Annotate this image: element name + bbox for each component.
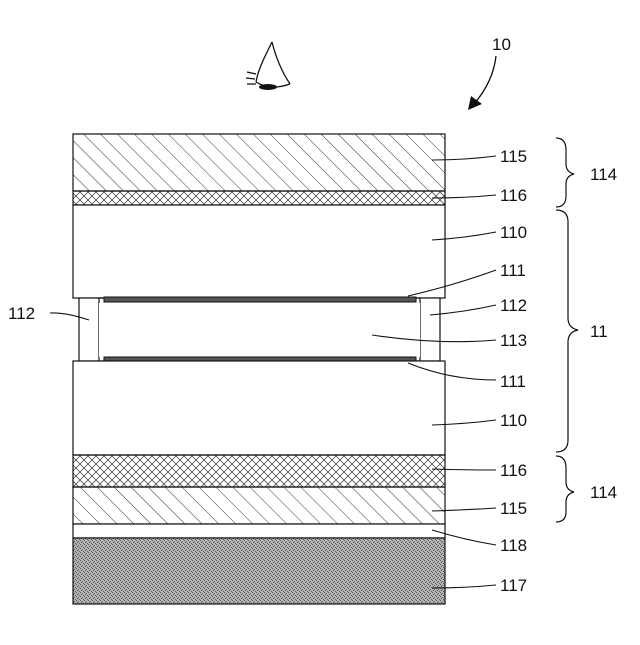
label-115-top: 115 xyxy=(500,147,527,166)
label-116-bottom: 116 xyxy=(500,461,527,480)
adhesive-layer-top xyxy=(73,191,445,205)
spacer-left xyxy=(79,298,99,361)
spacer-right xyxy=(420,298,440,361)
label-113: 113 xyxy=(500,331,527,350)
protective-layer-bottom xyxy=(73,487,445,524)
eye-icon xyxy=(246,42,290,90)
label-110-bottom: 110 xyxy=(500,411,527,430)
substrate-top xyxy=(73,205,445,298)
label-112-right: 112 xyxy=(500,296,527,315)
figure-ref-arrow xyxy=(468,56,496,110)
label-111-top: 111 xyxy=(500,261,526,280)
label-110-top: 110 xyxy=(500,223,527,242)
label-116-top: 116 xyxy=(500,186,527,205)
adhesive-layer-bottom xyxy=(73,455,445,487)
electrode-top xyxy=(104,297,416,302)
protective-layer-top xyxy=(73,134,445,191)
label-115-bottom: 115 xyxy=(500,499,527,518)
label-112-left: 112 xyxy=(8,304,35,323)
braces xyxy=(556,138,578,522)
bottom-layer xyxy=(73,538,445,604)
label-118: 118 xyxy=(500,536,527,555)
label-114-top: 114 xyxy=(590,165,617,184)
substrate-bottom xyxy=(73,361,445,455)
figure-ref-label: 10 xyxy=(492,35,511,54)
label-114-bottom: 114 xyxy=(590,483,617,502)
thin-layer xyxy=(73,524,445,538)
label-111-bottom: 111 xyxy=(500,372,526,391)
liquid-crystal-layer xyxy=(99,303,420,357)
label-11: 11 xyxy=(590,322,608,341)
label-117: 117 xyxy=(500,576,527,595)
